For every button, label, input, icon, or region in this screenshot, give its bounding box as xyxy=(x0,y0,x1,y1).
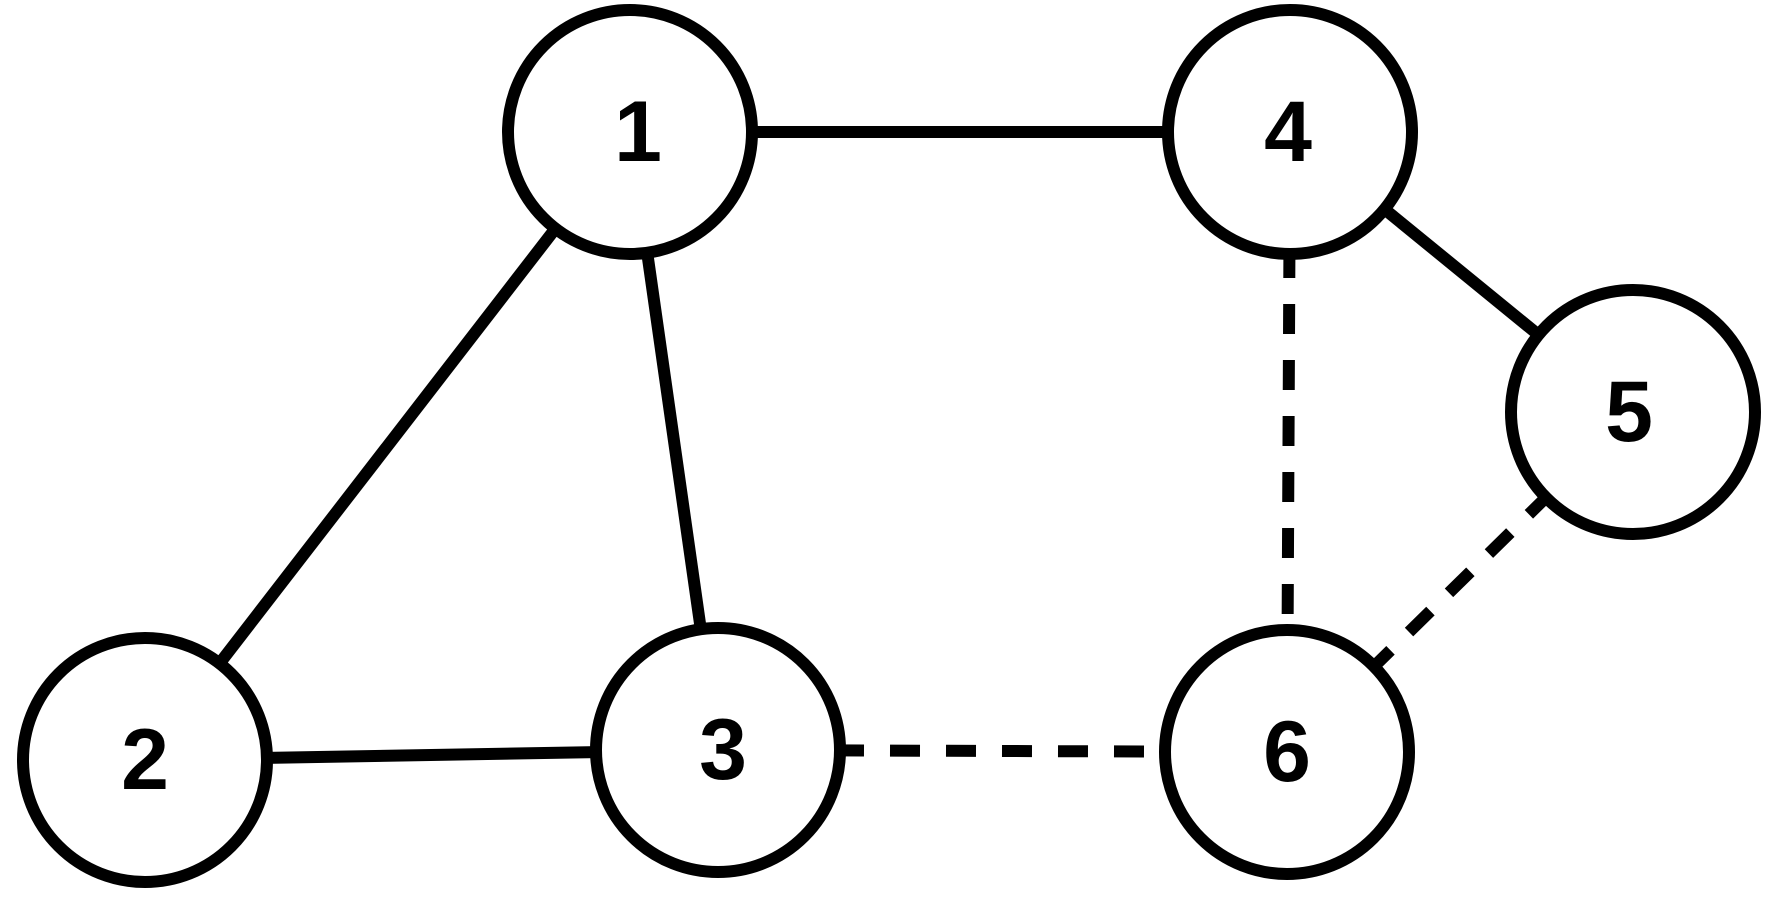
edge-1-3[interactable] xyxy=(640,245,708,637)
node-circle-2[interactable] xyxy=(17,632,273,888)
node-circle-5[interactable] xyxy=(1505,284,1761,540)
node-layer: 1 2 3 4 5 6 xyxy=(17,4,1761,888)
edge-2-3[interactable] xyxy=(260,746,603,764)
edge-3-6[interactable] xyxy=(833,744,1172,758)
node-3[interactable]: 3 xyxy=(590,622,846,878)
edge-1-2[interactable] xyxy=(211,220,564,672)
node-circle-1[interactable] xyxy=(502,4,758,260)
node-5[interactable]: 5 xyxy=(1505,284,1761,540)
node-4[interactable]: 4 xyxy=(1162,4,1418,260)
node-1[interactable]: 1 xyxy=(502,4,758,260)
edge-layer xyxy=(211,126,1555,764)
node-circle-6[interactable] xyxy=(1159,624,1415,880)
edge-4-5[interactable] xyxy=(1376,200,1547,344)
node-circle-3[interactable] xyxy=(590,622,846,878)
node-label-6: 6 xyxy=(1263,704,1311,800)
node-6[interactable]: 6 xyxy=(1159,624,1415,880)
node-label-3: 3 xyxy=(699,702,747,798)
edge-5-6[interactable] xyxy=(1365,489,1555,675)
node-label-1: 1 xyxy=(614,84,662,180)
node-label-4: 4 xyxy=(1264,84,1312,180)
edge-4-6[interactable] xyxy=(1281,247,1296,637)
node-2[interactable]: 2 xyxy=(17,632,273,888)
node-label-5: 5 xyxy=(1605,364,1653,460)
node-label-2: 2 xyxy=(121,712,169,808)
node-circle-4[interactable] xyxy=(1162,4,1418,260)
